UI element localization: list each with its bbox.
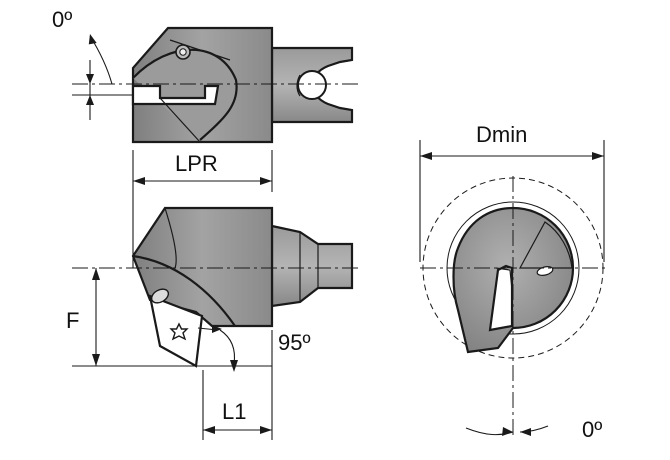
l1-dimension: L1 bbox=[202, 330, 273, 440]
end-hole bbox=[536, 266, 554, 276]
side-view bbox=[72, 206, 360, 368]
l1-label: L1 bbox=[222, 399, 246, 424]
top-angle-label: 0º bbox=[52, 7, 72, 32]
lpr-dimension: LPR bbox=[132, 150, 273, 268]
angle-95-label: 95º bbox=[278, 330, 311, 355]
torx-screw-icon bbox=[169, 322, 189, 341]
f-dimension: F bbox=[66, 268, 200, 367]
side-shank bbox=[270, 224, 354, 308]
angle-95-annotation: 95º bbox=[196, 325, 311, 372]
f-label: F bbox=[66, 308, 79, 333]
dmin-dimension: Dmin bbox=[419, 122, 605, 262]
top-insert-pocket bbox=[131, 84, 220, 106]
bottom-angle-annotation: 0º bbox=[465, 417, 602, 442]
end-view bbox=[420, 176, 608, 436]
lpr-label: LPR bbox=[175, 151, 218, 176]
bottom-angle-label: 0º bbox=[582, 417, 602, 442]
top-coupling-bore bbox=[297, 70, 327, 100]
top-view bbox=[72, 26, 360, 144]
side-clamp-hole bbox=[150, 288, 170, 304]
dmin-label: Dmin bbox=[476, 122, 527, 147]
top-angle-annotation: 0º bbox=[52, 7, 132, 120]
